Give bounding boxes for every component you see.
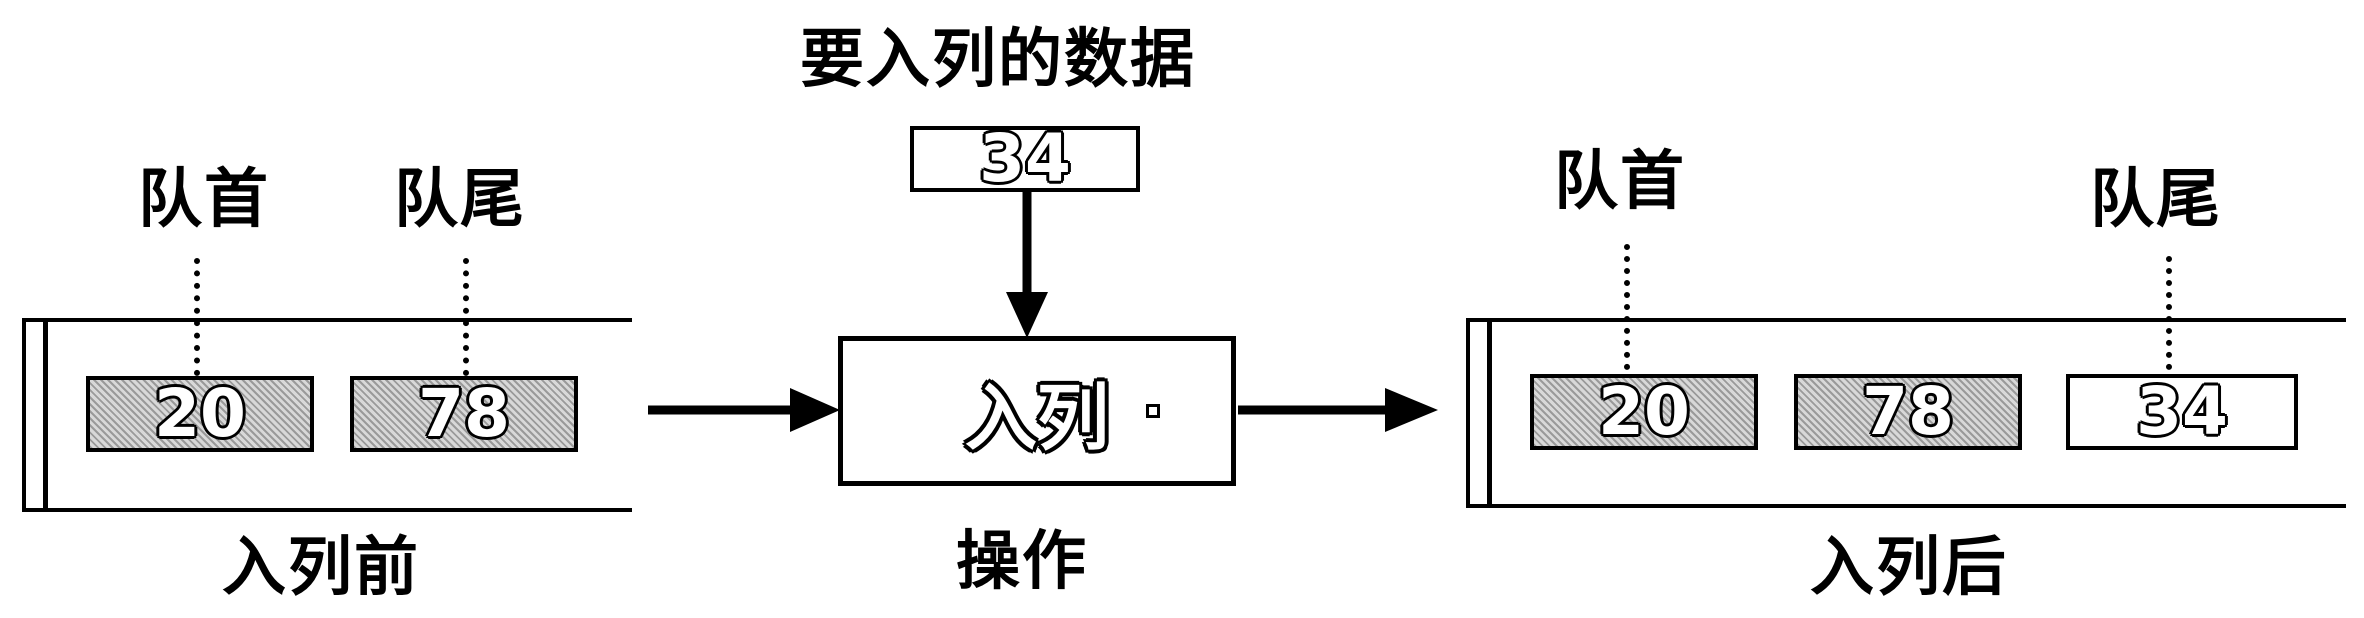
after-cell: 34 xyxy=(2066,374,2298,450)
before-tail-pointer xyxy=(463,258,469,376)
incoming-data-cell: 34 xyxy=(910,126,1140,192)
after-queue xyxy=(1466,318,2346,508)
incoming-data-caption: 要入列的数据 xyxy=(800,23,1196,97)
arrow-before-to-operation xyxy=(648,388,840,432)
after-cell: 78 xyxy=(1794,374,2022,450)
after-head-label: 队首 xyxy=(1554,145,1686,219)
after-cell-value: 20 xyxy=(1598,373,1690,450)
before-queue xyxy=(22,318,632,512)
operation-label: 入列 xyxy=(964,375,1109,460)
before-tail-label: 队尾 xyxy=(394,163,526,237)
after-tail-label: 队尾 xyxy=(2090,163,2222,237)
before-head-pointer xyxy=(194,258,200,376)
before-cell-value: 20 xyxy=(154,375,246,452)
after-head-pointer xyxy=(1624,244,1630,370)
after-cell-value: 34 xyxy=(2136,373,2228,450)
operation-box: 入列 xyxy=(838,336,1236,486)
after-cell: 20 xyxy=(1530,374,1758,450)
after-cell-value: 78 xyxy=(1862,373,1954,450)
before-queue-end xyxy=(22,322,48,508)
operation-marker xyxy=(1146,404,1160,418)
before-head-label: 队首 xyxy=(138,163,270,237)
arrow-data-to-operation xyxy=(1006,190,1048,338)
before-cell: 78 xyxy=(350,376,578,452)
arrow-operation-to-after xyxy=(1238,388,1438,432)
incoming-data-value: 34 xyxy=(979,120,1071,197)
after-tail-pointer xyxy=(2166,256,2172,370)
operation-caption: 操作 xyxy=(956,525,1088,599)
before-caption: 入列前 xyxy=(222,531,420,605)
after-queue-end xyxy=(1466,322,1492,504)
after-caption: 入列后 xyxy=(1810,531,2008,605)
before-cell-value: 78 xyxy=(418,375,510,452)
before-cell: 20 xyxy=(86,376,314,452)
